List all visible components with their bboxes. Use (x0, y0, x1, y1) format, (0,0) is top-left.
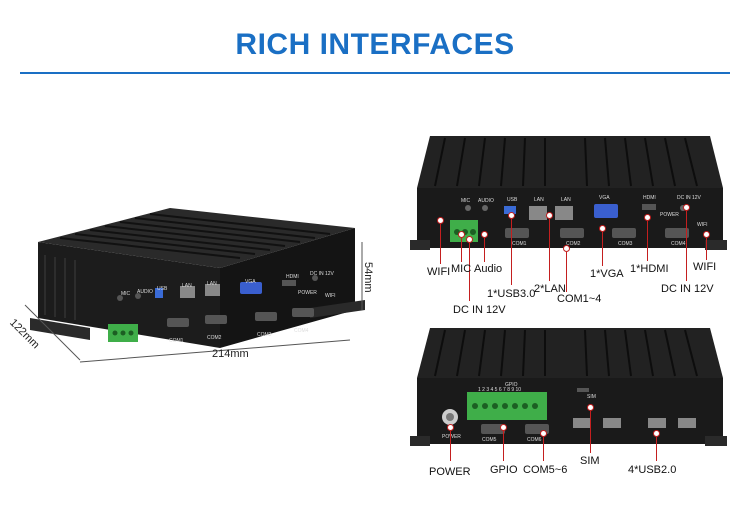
left-dcin-label: DC IN 12V (310, 271, 334, 277)
left-power-label: POWER (298, 290, 317, 296)
callout-line (686, 211, 687, 281)
top-com3-port-label: COM3 (618, 241, 633, 247)
left-com2-label: COM2 (207, 335, 222, 341)
left-mic-label: MIC (121, 291, 131, 297)
callout-mic: MIC (451, 263, 472, 275)
callout-dot (653, 430, 660, 437)
left-audio-label: AUDIO (137, 289, 153, 295)
callout-dot (599, 225, 606, 232)
callout-dot (644, 214, 651, 221)
callout-wifi-right: WIFI (693, 261, 717, 273)
bottom-gpio-pin-numbers: 1 2 3 4 5 6 7 8 9 10 (478, 387, 522, 393)
callout-wifi-left: WIFI (427, 266, 451, 278)
top-com1-port-label: COM1 (512, 241, 527, 247)
top-audio-port-label: AUDIO (478, 198, 494, 204)
title-underline (20, 72, 730, 74)
callout-audio: Audio (474, 263, 503, 275)
callout-lan: 2*LAN (534, 283, 566, 295)
bottom-gpio-port-label: GPIO (505, 382, 518, 388)
top-mic-port-label: MIC (461, 198, 471, 204)
callout-line (450, 431, 451, 461)
callout-usb2: 4*USB2.0 (628, 464, 677, 476)
bottom-com6-port-label: COM6 (527, 437, 542, 443)
callout-line (602, 232, 603, 266)
callout-sim: SIM (580, 455, 600, 467)
callout-dc-in-right: DC IN 12V (661, 283, 714, 295)
callout-dot (466, 236, 473, 243)
callout-line (461, 238, 462, 262)
callout-dot (540, 430, 547, 437)
callout-line (469, 243, 470, 301)
callout-usb: 1*USB3.0 (487, 288, 536, 300)
callout-dot (546, 212, 553, 219)
bottom-power-port-label: POWER (442, 434, 461, 440)
callout-line (440, 224, 441, 264)
callout-line (484, 238, 485, 262)
callout-line (566, 252, 567, 292)
dimension-width: 214mm (212, 348, 249, 360)
callout-gpio: GPIO (490, 464, 518, 476)
callout-dot (447, 424, 454, 431)
left-lan1-label: LAN (182, 283, 192, 289)
top-device-rear-view (410, 136, 727, 250)
callout-dot (683, 204, 690, 211)
callout-dot (508, 212, 515, 219)
top-wifi-port-label: WIFI (697, 222, 708, 228)
page-title: RICH INTERFACES (235, 28, 515, 61)
top-power-port-label: POWER (660, 212, 679, 218)
callout-com: COM1~4 (557, 293, 602, 305)
callout-dot (563, 245, 570, 252)
callout-dot (703, 231, 710, 238)
left-device-illustration (24, 208, 365, 363)
callout-dot (458, 231, 465, 238)
top-lan1-port-label: LAN (534, 197, 544, 203)
top-dcin-port-label: DC IN 12V (677, 195, 701, 201)
left-wifi-label: WIFI (325, 293, 336, 299)
left-lan2-label: LAN (207, 281, 217, 287)
left-com1-label: COM1 (169, 338, 184, 344)
callout-vga: 1*VGA (590, 268, 624, 280)
bottom-com5-port-label: COM5 (482, 437, 497, 443)
callout-dot (500, 424, 507, 431)
callout-line (503, 431, 504, 461)
callout-com56: COM5~6 (523, 464, 568, 476)
left-com4-label: COM4 (294, 328, 309, 334)
top-vga-port-label: VGA (599, 195, 610, 201)
callout-line (543, 437, 544, 461)
left-com3-label: COM3 (257, 332, 272, 338)
bottom-device-rear-view (410, 328, 727, 446)
left-hdmi-label: HDMI (286, 274, 299, 280)
callout-dot (587, 404, 594, 411)
callout-line (656, 437, 657, 461)
callout-line (590, 411, 591, 453)
callout-line (511, 219, 512, 285)
callout-dc-in: DC IN 12V (453, 304, 506, 316)
bottom-sim-port-label: SIM (587, 394, 596, 400)
callout-dot (481, 231, 488, 238)
callout-line (706, 238, 707, 260)
left-vga-label: VGA (245, 279, 256, 285)
dimension-height: 54mm (362, 262, 374, 293)
top-com2-port-label: COM2 (566, 241, 581, 247)
top-lan2-port-label: LAN (561, 197, 571, 203)
callout-power: POWER (429, 466, 471, 478)
callout-hdmi: 1*HDMI (630, 263, 669, 275)
callout-dot (437, 217, 444, 224)
callout-line (549, 219, 550, 281)
top-usb-port-label: USB (507, 197, 518, 203)
left-usb-label: USB (157, 286, 168, 292)
callout-line (647, 221, 648, 261)
top-com4-port-label: COM4 (671, 241, 686, 247)
top-hdmi-port-label: HDMI (643, 195, 656, 201)
